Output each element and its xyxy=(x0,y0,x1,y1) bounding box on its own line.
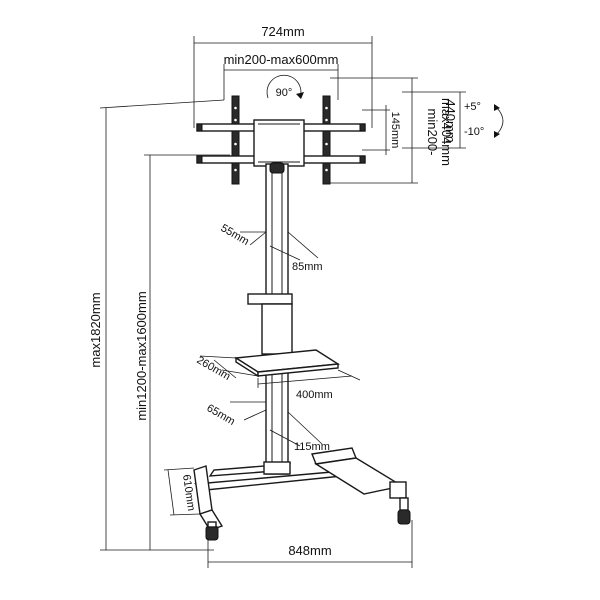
base xyxy=(193,447,411,541)
caster-wheels xyxy=(205,497,411,541)
base-width-label: 848mm xyxy=(288,543,331,558)
rotation-arrow-icon xyxy=(296,92,304,99)
clamp-width-label: 85mm xyxy=(292,261,323,273)
vesa-width-dimension: min200-max600mm xyxy=(224,52,339,100)
vesa-mount xyxy=(196,95,366,185)
vesa-height-dimension: min200- max404mm xyxy=(330,77,454,184)
column-width-label: 115mm xyxy=(294,441,330,453)
column-cap xyxy=(269,162,285,174)
rotation-indicator: 90° xyxy=(266,74,304,99)
mount-height-label: 440mm xyxy=(443,99,458,142)
height-collar xyxy=(247,293,293,305)
max-height-dimension: max1820mm xyxy=(88,99,225,551)
shelf-width-label: 400mm xyxy=(296,389,333,401)
bracket-height-dimension: 145mm xyxy=(362,105,401,155)
collar-sleeve xyxy=(261,303,293,355)
tilt-down-label: -10° xyxy=(464,126,484,138)
height-range-dimension: min1200-max1600mm xyxy=(134,154,230,550)
shelf-depth-label: 260mm xyxy=(195,354,233,383)
vesa-width-label: min200-max600mm xyxy=(224,52,339,67)
column xyxy=(247,162,293,475)
left-vesa-rail xyxy=(231,95,240,185)
column-depth-label: 65mm xyxy=(205,402,237,428)
bracket-height-label: 145mm xyxy=(389,112,401,149)
base-depth-label: 610mm xyxy=(180,474,197,512)
rotation-label: 90° xyxy=(276,87,293,99)
base-depth-dimension: 610mm xyxy=(163,467,201,516)
vesa-height-label-line2: max404mm xyxy=(439,98,454,166)
right-vesa-rail xyxy=(322,95,331,185)
column-foot xyxy=(263,461,291,475)
tilt-up-arrow-icon xyxy=(494,104,500,111)
height-range-label: min1200-max1600mm xyxy=(134,291,149,420)
mount-width-label: 724mm xyxy=(261,24,304,39)
mount-width-dimension: 724mm xyxy=(193,24,373,128)
tilt-indicator: +5° -10° xyxy=(464,101,504,138)
right-leg-end xyxy=(389,481,407,499)
vesa-height-label-line1: min200- xyxy=(425,109,440,156)
tilt-down-arrow-icon xyxy=(494,131,500,138)
max-height-label: max1820mm xyxy=(88,292,103,367)
left-wheel xyxy=(205,525,219,541)
tilt-up-label: +5° xyxy=(464,101,481,113)
mount-height-dimension: 440mm xyxy=(402,91,466,149)
clamp-depth-label: 55mm xyxy=(219,222,251,248)
base-width-dimension: 848mm xyxy=(207,520,413,568)
right-wheel xyxy=(397,509,411,525)
mount-plate xyxy=(253,119,305,167)
